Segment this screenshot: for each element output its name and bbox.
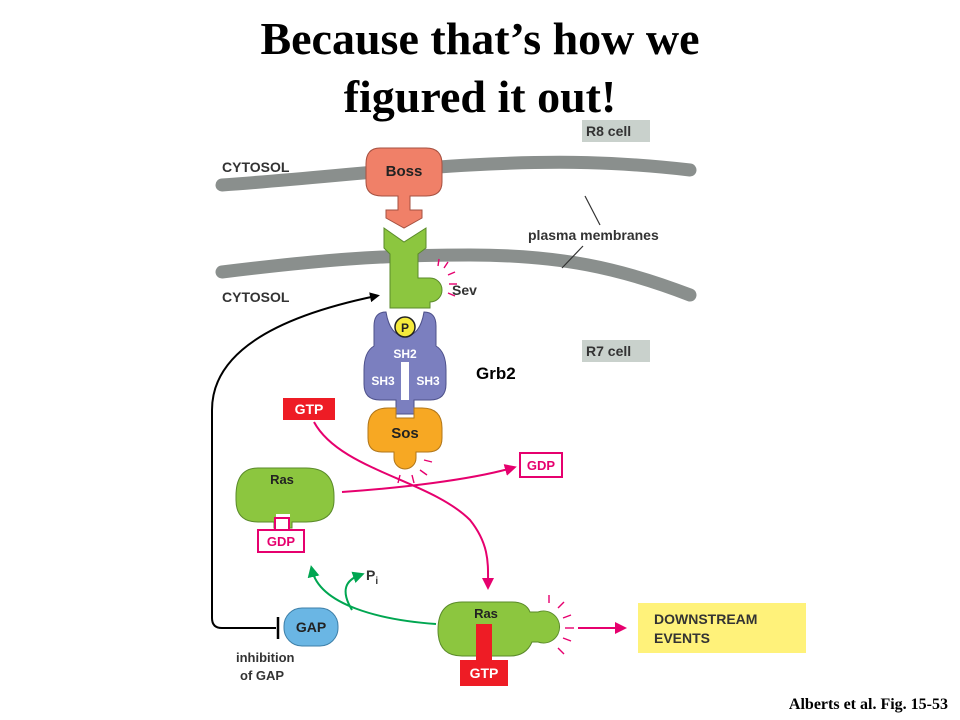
- downstream-box: [638, 603, 806, 653]
- pi-label: Pi: [366, 567, 378, 587]
- slide-title: Because that’s how we figured it out!: [240, 10, 720, 126]
- gdp-bound-box: [257, 529, 305, 553]
- ras-inactive-label: Ras: [270, 472, 294, 487]
- ras-inactive: Ras: [235, 467, 335, 530]
- gtp-bound-stem: [476, 624, 492, 660]
- title-line-2: figured it out!: [343, 71, 617, 122]
- gdp-release-arrow: [341, 464, 517, 493]
- gdp-bound-label: GDP: [267, 534, 296, 549]
- r8-membrane: [215, 155, 697, 192]
- sh2-label: SH2: [393, 347, 417, 361]
- r8-cell-label: R8 cell: [586, 123, 631, 139]
- downstream-line-1: DOWNSTREAM: [654, 611, 757, 627]
- gdp-released-box: [519, 452, 563, 478]
- gtp-to-ras-arrow: [313, 421, 495, 590]
- gtp-bound-box: [460, 660, 508, 686]
- ras-active-label: Ras: [474, 606, 498, 621]
- inhibition-line-2: of GAP: [240, 668, 284, 683]
- boss-label: Boss: [386, 163, 423, 180]
- leader-line-upper: [584, 195, 601, 226]
- inhibition-line-1: inhibition: [236, 650, 295, 665]
- r7-membrane: [215, 248, 697, 302]
- gtp-top-box: [283, 398, 335, 420]
- figure-citation: Alberts et al. Fig. 15-53: [788, 696, 948, 713]
- cytosol-bottom-label: CYTOSOL: [222, 289, 290, 305]
- gdp-bound-stem: [274, 517, 290, 530]
- phosphate-label: P: [401, 321, 409, 335]
- cytosol-top-label: CYTOSOL: [222, 159, 290, 175]
- sev-label: Sev: [452, 282, 477, 298]
- r7-cell-box: [582, 340, 650, 362]
- ras-active: Ras: [437, 601, 560, 657]
- grb2-label: Grb2: [476, 364, 516, 383]
- feedback-arrow: [211, 292, 380, 629]
- title-line-1: Because that’s how we: [260, 13, 700, 64]
- gdp-released-label: GDP: [527, 458, 556, 473]
- downstream-line-2: EVENTS: [654, 630, 710, 646]
- r8-cell-box: [582, 120, 650, 142]
- pi-release-arrow: [344, 571, 365, 611]
- gap-label: GAP: [296, 619, 326, 635]
- gap-protein: [283, 607, 339, 647]
- ras-activation-rays: [548, 595, 574, 655]
- boss-protein: Boss: [365, 147, 443, 229]
- sos-protein: Sos: [367, 407, 443, 470]
- gtp-bound-label: GTP: [470, 665, 499, 681]
- sh3-right-label: SH3: [416, 374, 440, 388]
- sos-label: Sos: [391, 425, 419, 442]
- grb2-adaptor: [363, 311, 447, 415]
- r7-cell-label: R7 cell: [586, 343, 631, 359]
- leader-line-lower: [561, 245, 584, 269]
- sh3-left-label: SH3: [371, 374, 395, 388]
- gtp-top-label: GTP: [295, 401, 324, 417]
- plasma-membranes-label: plasma membranes: [528, 227, 659, 243]
- gap-hydrolysis-arrow: [307, 565, 437, 625]
- sev-receptor: [383, 227, 443, 309]
- phosphate-circle: [394, 316, 416, 338]
- sev-activation-rays: [437, 258, 457, 297]
